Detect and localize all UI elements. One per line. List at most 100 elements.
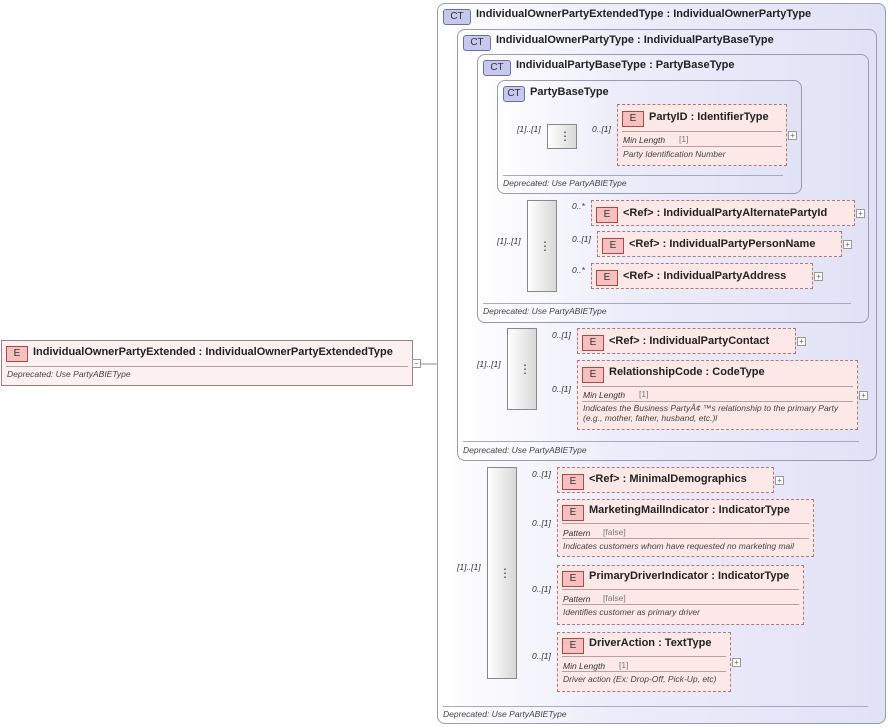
complex-type-extension-icon: CT: [443, 9, 471, 25]
cardinality-label: [1]..[1]: [457, 562, 481, 572]
cardinality-label: 0..[1]: [572, 234, 591, 244]
facet-name: Pattern: [563, 528, 591, 538]
element-doc: Identifies customer as primary driver: [563, 607, 700, 617]
divider: [562, 604, 799, 605]
divider: [562, 671, 726, 672]
cardinality-label: 0..[1]: [532, 518, 551, 528]
element-doc: Party Identification Number: [623, 149, 726, 159]
facet-name: Min Length: [623, 135, 666, 145]
cardinality-label: 0..[1]: [552, 384, 571, 394]
expand-plus-icon[interactable]: +: [775, 476, 784, 485]
element-title: RelationshipCode : CodeType: [609, 366, 765, 378]
type-doc-mid: Deprecated: Use PartyABIEType: [463, 445, 587, 455]
facet-value: [1]: [639, 389, 649, 399]
cardinality-label: [1]..[1]: [497, 236, 521, 246]
cardinality-label: 0..[1]: [552, 330, 571, 340]
element-alternate-party-id[interactable]: E <Ref> : IndividualPartyAlternatePartyI…: [591, 200, 855, 226]
element-title: MarketingMailIndicator : IndicatorType: [589, 504, 790, 516]
element-marketing-mail-indicator[interactable]: E MarketingMailIndicator : IndicatorType…: [557, 499, 814, 557]
element-doc: Indicates customers whom have requested …: [563, 541, 795, 551]
cardinality-label: 0..[1]: [532, 584, 551, 594]
divider: [6, 366, 408, 367]
facet-value: [false]: [603, 593, 626, 603]
element-badge-icon: E: [562, 638, 584, 654]
expand-plus-icon[interactable]: +: [859, 391, 868, 400]
facet-name: Min Length: [563, 661, 606, 671]
divider: [562, 656, 726, 657]
complex-type-extension-icon: CT: [483, 60, 511, 76]
element-doc: (e.g., mother, father, husband, etc.)l: [583, 413, 718, 423]
sequence-compositor-icon: ⋮: [519, 362, 531, 376]
sequence-compositor-icon: ⋮: [499, 566, 511, 580]
element-title: <Ref> : IndividualPartyAlternatePartyId: [623, 207, 828, 219]
element-title: DriverAction : TextType: [589, 637, 712, 649]
divider: [483, 303, 851, 304]
element-party-id[interactable]: E PartyID : IdentifierType Min Length [1…: [617, 104, 787, 166]
element-badge-icon: E: [596, 270, 618, 286]
element-doc: Driver action (Ex: Drop-Off, Pick-Up, et…: [563, 674, 717, 684]
cardinality-label: 0..*: [572, 201, 585, 211]
divider: [562, 538, 809, 539]
sequence-compositor-outer[interactable]: ⋮: [487, 467, 517, 679]
sequence-compositor-icon: ⋮: [539, 239, 551, 253]
element-doc: Indicates the Business PartyÂ¢ ™s relati…: [583, 403, 839, 413]
expand-plus-icon[interactable]: +: [843, 240, 852, 249]
cardinality-label: 0..[1]: [592, 124, 611, 134]
facet-value: [1]: [619, 660, 629, 670]
root-element-box[interactable]: E IndividualOwnerPartyExtended : Individ…: [1, 340, 413, 386]
element-badge-icon: E: [622, 111, 644, 127]
sequence-compositor-base[interactable]: ⋮: [547, 124, 577, 149]
expand-plus-icon[interactable]: +: [856, 209, 865, 218]
element-badge-icon: E: [596, 207, 618, 223]
cardinality-label: 0..*: [572, 265, 585, 275]
type-title-base: PartyBaseType: [530, 86, 609, 98]
expand-plus-icon[interactable]: +: [788, 131, 797, 140]
element-title: <Ref> : IndividualPartyContact: [609, 335, 770, 347]
element-title: PartyID : IdentifierType: [649, 111, 769, 123]
element-title: <Ref> : MinimalDemographics: [589, 473, 747, 485]
element-badge-icon: E: [562, 505, 584, 521]
type-doc-outer: Deprecated: Use PartyABIEType: [443, 709, 567, 719]
complex-type-icon: CT: [503, 86, 525, 102]
facet-value: [1]: [679, 134, 689, 144]
type-title-mid: IndividualOwnerPartyType : IndividualPar…: [496, 34, 774, 46]
sequence-compositor-icon: ⋮: [559, 129, 571, 143]
divider: [443, 706, 868, 707]
element-badge-icon: E: [6, 346, 28, 362]
divider: [562, 523, 809, 524]
element-primary-driver-indicator[interactable]: E PrimaryDriverIndicator : IndicatorType…: [557, 565, 804, 625]
element-badge-icon: E: [582, 367, 604, 383]
cardinality-label: 0..[1]: [532, 469, 551, 479]
cardinality-label: [1]..[1]: [477, 359, 501, 369]
element-relationship-code[interactable]: E RelationshipCode : CodeType Min Length…: [577, 360, 858, 430]
expand-plus-icon[interactable]: +: [797, 337, 806, 346]
type-doc-inner: Deprecated: Use PartyABIEType: [483, 306, 607, 316]
cardinality-label: [1]..[1]: [517, 124, 541, 134]
type-title-outer: IndividualOwnerPartyExtendedType : Indiv…: [476, 8, 812, 20]
facet-value: [false]: [603, 527, 626, 537]
divider: [562, 589, 799, 590]
sequence-compositor-mid[interactable]: ⋮: [507, 328, 537, 410]
element-badge-icon: E: [582, 335, 604, 351]
element-badge-icon: E: [562, 571, 584, 587]
facet-name: Pattern: [563, 594, 591, 604]
element-title: PrimaryDriverIndicator : IndicatorType: [589, 570, 790, 582]
divider: [582, 386, 853, 387]
collapse-minus-icon[interactable]: −: [412, 359, 421, 368]
divider: [622, 131, 782, 132]
expand-plus-icon[interactable]: +: [814, 272, 823, 281]
element-driver-action[interactable]: E DriverAction : TextType Min Length [1]…: [557, 632, 731, 692]
divider: [582, 401, 853, 402]
expand-plus-icon[interactable]: +: [732, 658, 741, 667]
element-address[interactable]: E <Ref> : IndividualPartyAddress: [591, 263, 813, 289]
element-minimal-demographics[interactable]: E <Ref> : MinimalDemographics: [557, 467, 774, 493]
element-person-name[interactable]: E <Ref> : IndividualPartyPersonName: [597, 231, 842, 257]
type-title-inner: IndividualPartyBaseType : PartyBaseType: [516, 59, 735, 71]
element-badge-icon: E: [602, 238, 624, 254]
element-contact[interactable]: E <Ref> : IndividualPartyContact: [577, 328, 796, 354]
sequence-compositor-inner[interactable]: ⋮: [527, 200, 557, 292]
root-element-title: IndividualOwnerPartyExtended : Individua…: [33, 346, 393, 358]
type-doc-base: Deprecated: Use PartyABIEType: [503, 178, 627, 188]
cardinality-label: 0..[1]: [532, 651, 551, 661]
root-element-doc: Deprecated: Use PartyABIEType: [7, 369, 131, 379]
